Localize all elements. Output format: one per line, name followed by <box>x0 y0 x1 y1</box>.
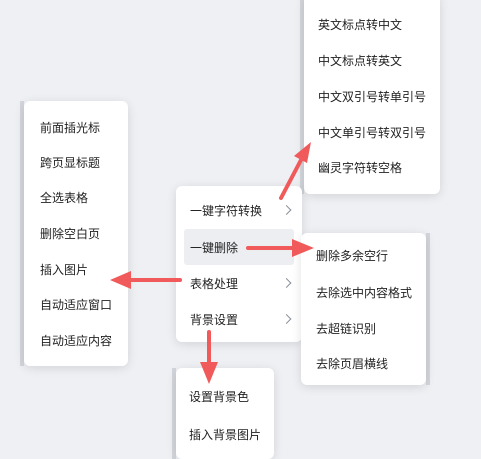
menu-item-label: 去除选中内容格式 <box>316 285 413 300</box>
menu-item-select-all-tables[interactable]: 全选表格 <box>24 179 128 215</box>
menu-item-label: 删除多余空行 <box>316 248 389 263</box>
menu-item-cn-punct-to-en[interactable]: 中文标点转英文 <box>304 42 440 78</box>
menu-item-set-background-color[interactable]: 设置背景色 <box>176 378 274 414</box>
menu-item-clear-selection-format[interactable]: 去除选中内容格式 <box>301 274 426 310</box>
menu-item-label: 背景设置 <box>190 312 239 327</box>
table-submenu: 前面插光标 跨页显标题 全选表格 删除空白页 插入图片 自动适应窗口 自动适应内… <box>24 101 128 366</box>
menu-item-background-settings[interactable]: 背景设置 <box>176 301 302 337</box>
menu-item-label: 自动适应内容 <box>40 333 113 348</box>
char-convert-submenu: 英文标点转中文 中文标点转英文 中文双引号转单引号 中文单引号转双引号 幽灵字符… <box>304 0 440 194</box>
menu-edge-accent <box>426 233 430 385</box>
menu-item-insert-cursor-before[interactable]: 前面插光标 <box>24 109 128 145</box>
menu-item-label: 中文标点转英文 <box>318 53 403 68</box>
menu-item-label: 跨页显标题 <box>40 155 101 170</box>
menu-item-label: 一键删除 <box>190 240 239 255</box>
menu-item-label: 去超链识别 <box>316 321 377 336</box>
menu-item-remove-hyperlink-detection[interactable]: 去超链识别 <box>301 310 426 346</box>
menu-edge-accent <box>20 101 24 366</box>
menu-edge-accent <box>172 368 176 459</box>
menu-item-delete-extra-blank-lines[interactable]: 删除多余空行 <box>301 237 426 273</box>
menu-edge-accent <box>300 0 304 194</box>
menu-item-label: 表格处理 <box>190 276 239 291</box>
delete-submenu: 删除多余空行 去除选中内容格式 去超链识别 去除页眉横线 <box>301 233 426 385</box>
chevron-right-icon <box>281 314 292 324</box>
menu-item-table-processing[interactable]: 表格处理 <box>176 265 302 301</box>
menu-item-label: 自动适应窗口 <box>40 297 113 312</box>
main-context-menu: 一键字符转换 一键删除 表格处理 背景设置 <box>176 186 302 342</box>
menu-item-label: 前面插光标 <box>40 120 101 135</box>
menu-item-label: 删除空白页 <box>40 226 101 241</box>
menu-item-ghost-char-to-space[interactable]: 幽灵字符转空格 <box>304 149 440 185</box>
menu-item-label: 全选表格 <box>40 190 89 205</box>
menu-item-label: 英文标点转中文 <box>318 17 403 32</box>
menu-item-remove-header-line[interactable]: 去除页眉横线 <box>301 345 426 381</box>
menu-item-label: 去除页眉横线 <box>316 356 389 371</box>
menu-item-insert-background-image[interactable]: 插入背景图片 <box>176 416 274 452</box>
menu-item-label: 设置背景色 <box>189 389 250 404</box>
menu-item-delete-blank-page[interactable]: 删除空白页 <box>24 215 128 251</box>
menu-item-autofit-window[interactable]: 自动适应窗口 <box>24 286 128 322</box>
chevron-right-icon <box>281 278 292 288</box>
chevron-right-icon <box>281 205 292 215</box>
menu-item-insert-image[interactable]: 插入图片 <box>24 251 128 287</box>
menu-item-label: 中文双引号转单引号 <box>318 89 427 104</box>
background-submenu: 设置背景色 插入背景图片 <box>176 368 274 459</box>
menu-item-one-click-delete[interactable]: 一键删除 <box>184 229 294 265</box>
menu-item-label: 幽灵字符转空格 <box>318 160 403 175</box>
menu-item-repeat-header-across-pages[interactable]: 跨页显标题 <box>24 144 128 180</box>
menu-item-label: 一键字符转换 <box>190 203 263 218</box>
menu-item-label: 中文单引号转双引号 <box>318 125 427 140</box>
menu-item-double-to-single-quote[interactable]: 中文双引号转单引号 <box>304 78 440 114</box>
menu-item-autofit-content[interactable]: 自动适应内容 <box>24 322 128 358</box>
menu-item-label: 插入背景图片 <box>189 427 262 442</box>
menu-item-char-convert[interactable]: 一键字符转换 <box>176 192 302 228</box>
menu-item-label: 插入图片 <box>40 262 89 277</box>
menu-item-en-punct-to-cn[interactable]: 英文标点转中文 <box>304 6 440 42</box>
menu-item-single-to-double-quote[interactable]: 中文单引号转双引号 <box>304 114 440 150</box>
